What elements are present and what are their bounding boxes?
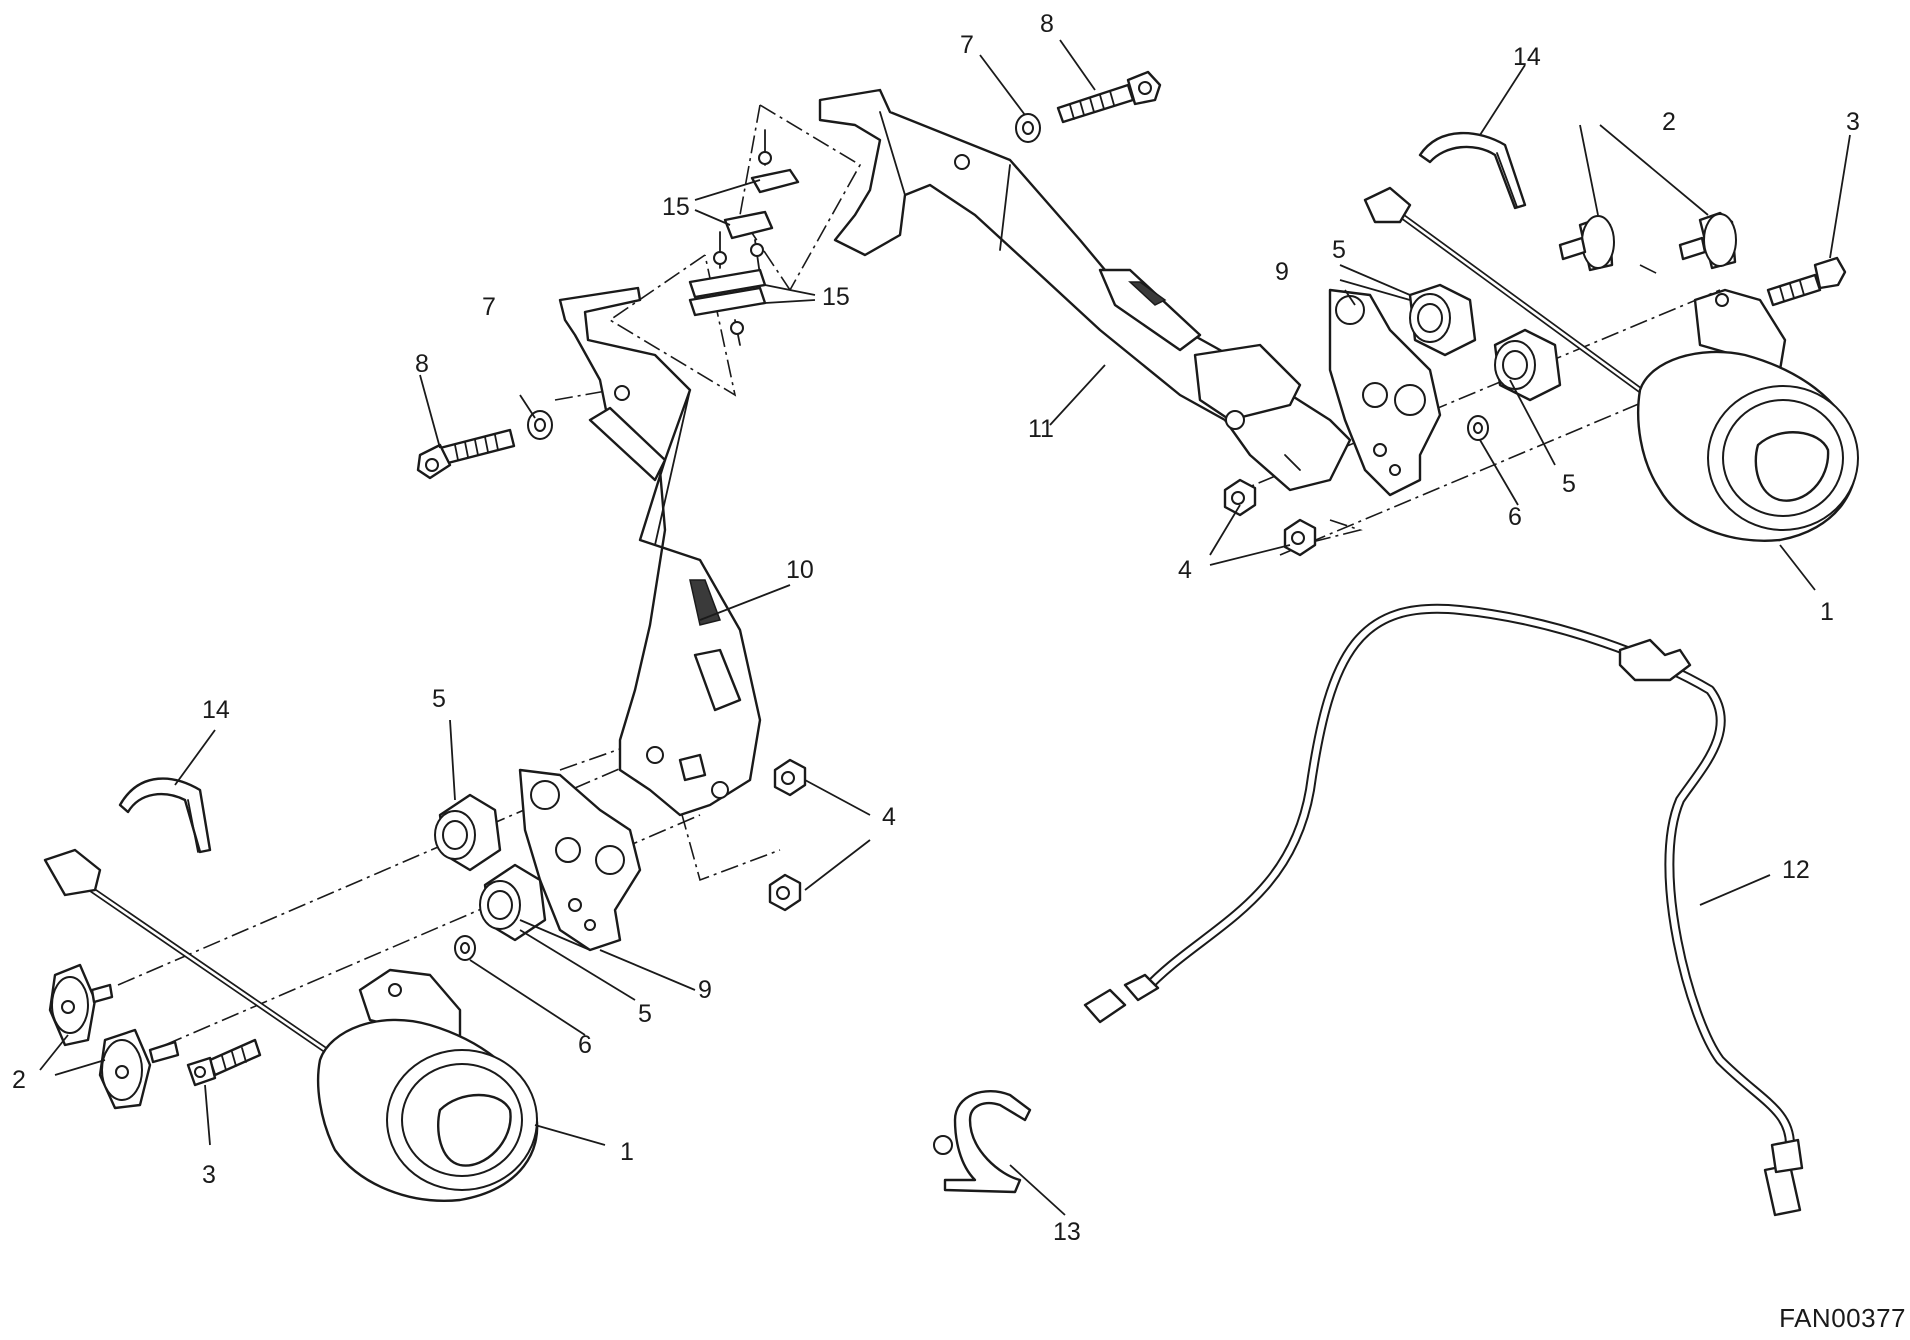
mount-pin-left-b [98, 1028, 180, 1110]
bolt-right-8 [1056, 70, 1162, 124]
plate-right [1328, 288, 1442, 497]
callout-3-right: 3 [1846, 108, 1860, 136]
callout-15-top: 15 [662, 193, 690, 221]
callout-13: 13 [1053, 1218, 1081, 1246]
drawing-code: FAN00377 [1779, 1303, 1906, 1333]
fog-lamp-right [1363, 186, 1859, 542]
callout-8-left: 8 [415, 350, 429, 378]
leader-lines [39, 39, 1851, 1216]
callout-15-bottom: 15 [822, 283, 850, 311]
callout-14-right: 14 [1513, 43, 1541, 71]
fog-lamp-left [43, 848, 539, 1202]
callout-8-right: 8 [1040, 10, 1054, 38]
callout-labels: 1 1 2 2 3 3 4 4 5 5 5 5 6 6 7 7 8 8 9 9 … [12, 10, 1860, 1246]
callout-2-right: 2 [1662, 108, 1676, 136]
mount-pin-left-a [48, 963, 114, 1047]
callout-9-right: 9 [1275, 258, 1289, 286]
nut-right-top [1223, 478, 1257, 517]
bolt-left-3 [186, 1038, 262, 1087]
callout-1-left: 1 [620, 1138, 634, 1166]
callout-4-right: 4 [1178, 556, 1192, 584]
wiring-harness [1083, 603, 1804, 1217]
callout-1-right: 1 [1820, 598, 1834, 626]
pad-15-a [750, 129, 800, 194]
cable-tie-right [1418, 131, 1527, 210]
callout-14-left: 14 [202, 696, 230, 724]
callout-6-right: 6 [1508, 503, 1522, 531]
callout-5-right-top: 5 [1332, 236, 1346, 264]
callout-7-left: 7 [482, 293, 496, 321]
callout-11: 11 [1028, 415, 1054, 443]
callout-7-right: 7 [960, 31, 974, 59]
cable-tie-left [118, 777, 212, 854]
bushing-left-top [434, 793, 502, 872]
callout-9-left: 9 [698, 976, 712, 1004]
washer-left-7 [527, 410, 553, 440]
mount-pin-right-b [1678, 211, 1737, 270]
bracket-upper [818, 88, 1352, 492]
bracket-left [558, 286, 762, 817]
washer-right-7 [1015, 113, 1041, 143]
bolt-left-8 [416, 428, 516, 480]
bushing-right-top [1408, 283, 1477, 357]
bushing-right-bottom [1493, 328, 1562, 402]
bolt-right-3 [1766, 256, 1847, 307]
mount-pin-right-a [1558, 215, 1615, 272]
callout-5-right-bottom: 5 [1562, 470, 1576, 498]
callout-12: 12 [1782, 856, 1810, 884]
callout-4-left: 4 [882, 803, 896, 831]
pad-15-b [723, 210, 774, 276]
washer-right-6 [1467, 415, 1489, 441]
nut-left-top [773, 758, 807, 797]
callout-10: 10 [786, 556, 814, 584]
callout-3-left: 3 [202, 1161, 216, 1189]
clamp [933, 1090, 1032, 1194]
callout-2-left: 2 [12, 1066, 26, 1094]
callout-6-left: 6 [578, 1031, 592, 1059]
callout-5-left-bottom: 5 [638, 1000, 652, 1028]
washer-left-6 [454, 935, 476, 961]
nut-left-bottom [768, 873, 802, 912]
plate-left [518, 768, 642, 952]
nut-right-bottom [1283, 518, 1317, 557]
callout-5-left-top: 5 [432, 685, 446, 713]
assembly-axes [117, 104, 1721, 1046]
bushing-left-bottom [479, 863, 547, 942]
